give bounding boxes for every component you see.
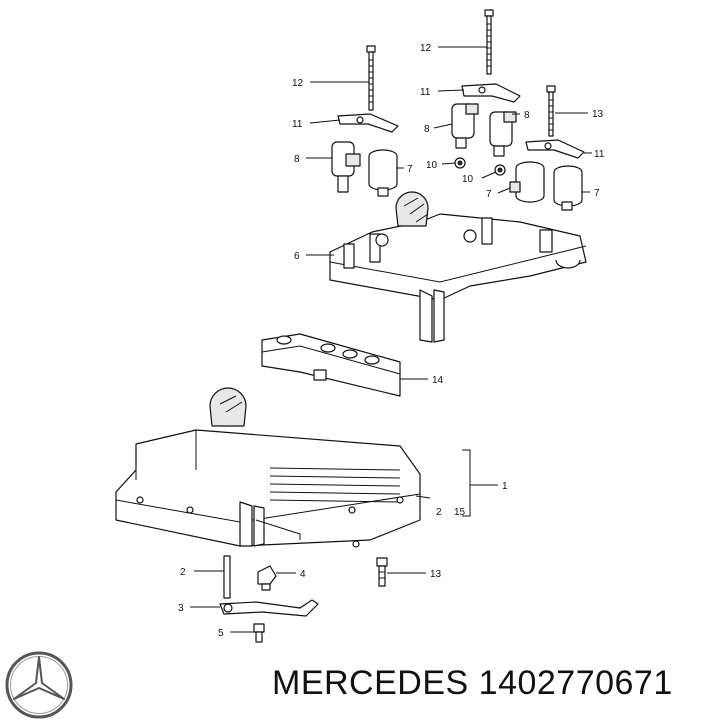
bolt-12-right <box>484 9 494 75</box>
callout-7: 7 <box>407 164 413 175</box>
callout-8: 8 <box>524 110 530 121</box>
callout-10: 10 <box>426 160 438 171</box>
valve-body-assembly-1 <box>115 387 421 548</box>
solenoid-8-top-left <box>451 103 479 149</box>
callout-12: 12 <box>420 43 432 54</box>
lever-3 <box>219 599 319 617</box>
brand-caption: MERCEDES 1402770671 <box>272 664 673 703</box>
brand-name: MERCEDES <box>272 664 469 702</box>
callout-8: 8 <box>424 124 430 135</box>
solenoid-7-right <box>553 165 583 211</box>
callout-5: 5 <box>218 628 224 639</box>
pin-2 <box>223 555 231 599</box>
callout-10: 10 <box>462 174 474 185</box>
screw-5 <box>253 623 265 643</box>
clamp-11-right-top <box>461 83 521 103</box>
fitting-4 <box>257 565 277 591</box>
solenoid-8-left <box>331 141 361 193</box>
callout-labels: 12 12 11 11 11 8 8 8 13 7 7 7 10 10 6 14… <box>178 43 605 639</box>
callout-2: 2 <box>180 567 186 578</box>
leader-lines <box>190 46 592 633</box>
spring-10-a <box>454 157 466 169</box>
callout-7: 7 <box>486 189 492 200</box>
callout-3: 3 <box>178 603 184 614</box>
callout-8: 8 <box>294 154 300 165</box>
bolt-13-top <box>546 85 556 137</box>
callout-11: 11 <box>420 87 431 98</box>
callout-1: 1 <box>502 481 508 492</box>
callout-2: 2 <box>436 507 442 518</box>
solenoid-7-mid <box>509 161 545 203</box>
callout-12: 12 <box>292 78 304 89</box>
callout-13: 13 <box>592 109 604 120</box>
clamp-11-right <box>525 139 585 159</box>
bolt-12-left <box>366 45 376 111</box>
solenoid-7-left <box>368 149 398 197</box>
valve-body-6 <box>329 191 587 343</box>
callout-13: 13 <box>430 569 442 580</box>
callout-15: 15 <box>454 507 466 518</box>
cover-14 <box>261 333 401 397</box>
callout-14: 14 <box>432 375 444 386</box>
screw-13-bottom <box>376 557 388 587</box>
callout-7: 7 <box>594 188 600 199</box>
callout-4: 4 <box>300 569 306 580</box>
callout-6: 6 <box>294 251 300 262</box>
part-number: 1402770671 <box>478 664 673 702</box>
callout-11: 11 <box>594 149 605 160</box>
spring-10-b <box>494 164 506 176</box>
mercedes-star-icon <box>5 651 73 719</box>
solenoid-8-top-right <box>489 111 517 157</box>
clamp-11-left <box>337 113 399 133</box>
callout-11: 11 <box>292 119 303 130</box>
